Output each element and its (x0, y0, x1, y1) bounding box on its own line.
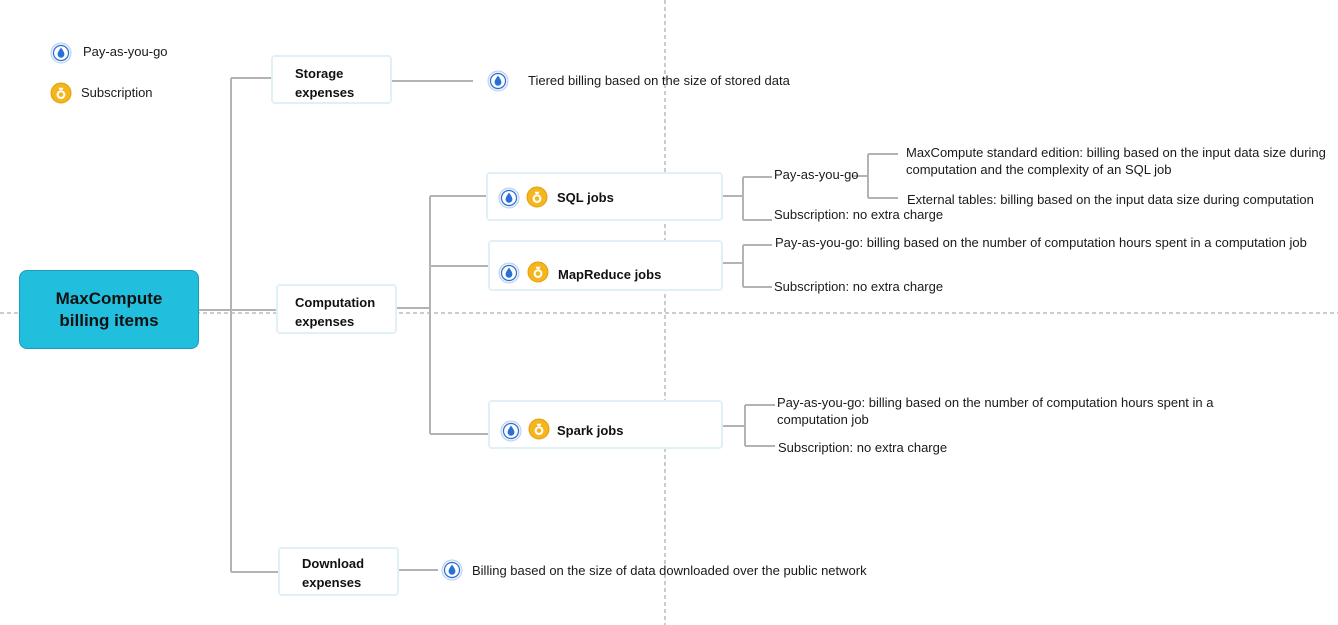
sql-water-drop-icon (498, 187, 520, 209)
download-expenses-node[interactable]: Download expenses (278, 547, 399, 596)
computation-title-line2: expenses (295, 314, 355, 329)
mapreduce-money-bag-icon (527, 261, 549, 283)
mapreduce-subscription-text: Subscription: no extra charge (774, 279, 944, 294)
spark-water-drop-icon (500, 420, 522, 442)
computation-expenses-node[interactable]: Computation expenses (276, 284, 397, 334)
sql-payg-label: Pay-as-you-go (774, 167, 859, 182)
storage-expenses-node[interactable]: Storage expenses (271, 55, 392, 104)
sql-jobs-node[interactable]: SQL jobs (486, 172, 723, 221)
spark-subscription-text: Subscription: no extra charge (778, 440, 948, 455)
spark-jobs-label: Spark jobs (557, 423, 624, 438)
sql-standard-edition-text: MaxCompute standard edition: billing bas… (906, 145, 1326, 177)
storage-water-drop-icon (487, 70, 509, 92)
mapreduce-jobs-label: MapReduce jobs (558, 267, 662, 282)
legend-subscription-label: Subscription (81, 85, 153, 100)
root-title-line2: billing items (59, 310, 159, 330)
root-node-maxcompute-billing-items[interactable]: MaxCompute billing items (19, 270, 199, 349)
spark-payg-text: Pay-as-you-go: billing based on the numb… (777, 395, 1214, 427)
storage-title-line1: Storage (295, 66, 344, 81)
legend-payg-label: Pay-as-you-go (83, 44, 168, 59)
mapreduce-payg-text: Pay-as-you-go: billing based on the numb… (775, 235, 1307, 250)
download-description: Billing based on the size of data downlo… (472, 563, 867, 578)
download-water-drop-icon (441, 559, 463, 581)
sql-subscription-text: Subscription: no extra charge (774, 207, 944, 222)
spark-money-bag-icon (528, 418, 550, 440)
sql-money-bag-icon (526, 186, 548, 208)
legend-water-drop-icon (50, 42, 72, 64)
sql-external-tables-text: External tables: billing based on the in… (907, 192, 1314, 207)
storage-title-line2: expenses (295, 85, 355, 100)
computation-title-line1: Computation (295, 295, 376, 310)
root-title-line1: MaxCompute (55, 288, 163, 308)
storage-description: Tiered billing based on the size of stor… (528, 73, 790, 88)
sql-jobs-label: SQL jobs (557, 190, 614, 205)
download-title-line2: expenses (302, 575, 362, 590)
legend-money-bag-icon (50, 82, 72, 104)
download-title-line1: Download (302, 556, 365, 571)
mapreduce-jobs-node[interactable]: MapReduce jobs (488, 240, 723, 291)
mapreduce-water-drop-icon (498, 262, 520, 284)
spark-jobs-node[interactable]: Spark jobs (488, 400, 723, 449)
